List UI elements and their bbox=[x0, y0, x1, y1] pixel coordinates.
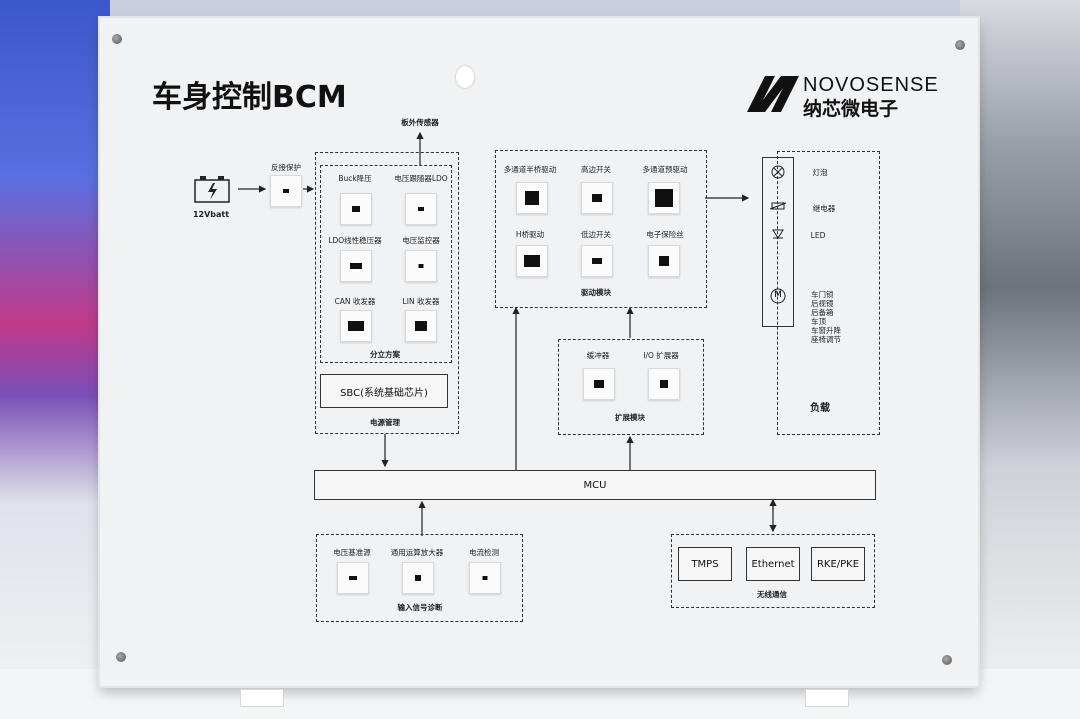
load-symbols bbox=[769, 165, 787, 304]
load-symbol-strip bbox=[762, 157, 794, 327]
io-expander-label: I/O 扩展器 bbox=[643, 351, 679, 360]
mcu-box: MCU bbox=[314, 470, 876, 500]
voltage-reference-chip bbox=[337, 562, 369, 594]
ldo-regulator-chip bbox=[340, 250, 372, 282]
ldo-follower-label: 电压跟随器LDO bbox=[394, 174, 448, 183]
voltage-monitor-chip bbox=[405, 250, 437, 282]
high-side-switch-label: 高边开关 bbox=[581, 165, 611, 174]
motor-load-item: 车门锁 bbox=[811, 290, 834, 299]
discrete-solution-title: 分立方案 bbox=[370, 350, 400, 359]
logo-chinese: 纳芯微电子 bbox=[803, 98, 899, 120]
led-label: LED bbox=[810, 231, 826, 240]
can-transceiver-label: CAN 收发器 bbox=[334, 297, 376, 306]
screw bbox=[116, 652, 126, 662]
buck-chip bbox=[340, 193, 372, 225]
novosense-logo-mark bbox=[747, 76, 799, 112]
low-side-switch-chip bbox=[581, 245, 613, 277]
load-group bbox=[777, 151, 880, 435]
board-stand-right bbox=[805, 689, 849, 707]
discrete-solution-group bbox=[320, 165, 452, 363]
motor-load-item: 后备箱 bbox=[811, 308, 834, 317]
high-side-switch-chip bbox=[581, 182, 613, 214]
wireless-title: 无线通信 bbox=[757, 590, 787, 599]
external-sensor-label: 板外传感器 bbox=[401, 118, 439, 127]
sbc-box: SBC(系统基础芯片) bbox=[320, 374, 448, 408]
background-left bbox=[0, 0, 110, 719]
buffer-chip bbox=[583, 368, 615, 400]
power-management-group bbox=[315, 152, 459, 434]
ldo-follower-chip bbox=[405, 193, 437, 225]
rke-pke-box: RKE/PKE bbox=[811, 547, 865, 581]
reverse-protection-chip bbox=[270, 175, 302, 207]
lin-transceiver-chip bbox=[405, 310, 437, 342]
low-side-switch-label: 低边开关 bbox=[581, 230, 611, 239]
motor-load-item: 车窗升降 bbox=[811, 326, 841, 335]
background-right bbox=[960, 0, 1080, 719]
screw bbox=[942, 655, 952, 665]
buffer-label: 缓冲器 bbox=[586, 351, 610, 360]
motor-load-item: 后视镜 bbox=[811, 299, 834, 308]
battery-icon bbox=[194, 176, 230, 203]
motor-load-item: 车顶 bbox=[811, 317, 826, 326]
relay-label: 继电器 bbox=[812, 204, 836, 213]
op-amp-label: 通用运算放大器 bbox=[390, 548, 444, 557]
input-diagnostics-group bbox=[316, 534, 523, 622]
ldo-regulator-label: LDO线性稳压器 bbox=[328, 236, 382, 245]
battery-label: 12Vbatt bbox=[192, 210, 230, 219]
screw bbox=[112, 34, 122, 44]
voltage-reference-label: 电压基准源 bbox=[333, 548, 371, 557]
expansion-module-title: 扩展模块 bbox=[615, 413, 645, 422]
voltage-monitor-label: 电压监控器 bbox=[402, 236, 440, 245]
op-amp-chip bbox=[402, 562, 434, 594]
lin-transceiver-label: LIN 收发器 bbox=[402, 297, 440, 306]
screw bbox=[955, 40, 965, 50]
tmps-box: TMPS bbox=[678, 547, 732, 581]
half-bridge-chip bbox=[516, 182, 548, 214]
motor-symbol: M bbox=[774, 290, 782, 300]
io-expander-chip bbox=[648, 368, 680, 400]
ethernet-box: Ethernet bbox=[746, 547, 800, 581]
motor-load-item: 座椅调节 bbox=[811, 335, 841, 344]
hanging-hole bbox=[456, 66, 474, 88]
reverse-protection-label: 反接保护 bbox=[271, 163, 301, 172]
motor-load-list: 车门锁 后视镜 后备箱 车顶 车窗升降 座椅调节 bbox=[811, 290, 841, 344]
pre-driver-label: 多通道预驱动 bbox=[642, 165, 688, 174]
logo-english: NOVOSENSE bbox=[803, 74, 939, 96]
current-sense-label: 电流检测 bbox=[469, 548, 499, 557]
novosense-logo: NOVOSENSE 纳芯微电子 bbox=[745, 72, 938, 122]
page-title: 车身控制BCM bbox=[152, 80, 347, 115]
input-diagnostics-title: 输入信号诊断 bbox=[397, 603, 443, 612]
drive-module-title: 驱动模块 bbox=[581, 288, 611, 297]
expansion-module-group bbox=[558, 339, 704, 435]
load-title: 负载 bbox=[810, 403, 830, 414]
power-management-title: 电源管理 bbox=[370, 418, 400, 427]
board-stand-left bbox=[240, 689, 284, 707]
buck-label: Buck降压 bbox=[338, 174, 372, 183]
can-transceiver-chip bbox=[340, 310, 372, 342]
current-sense-chip bbox=[469, 562, 501, 594]
h-bridge-label: H桥驱动 bbox=[515, 230, 545, 239]
h-bridge-chip bbox=[516, 245, 548, 277]
pre-driver-chip bbox=[648, 182, 680, 214]
wireless-group bbox=[671, 534, 875, 608]
drive-module-group bbox=[495, 150, 707, 308]
efuse-label: 电子保险丝 bbox=[646, 230, 684, 239]
efuse-chip bbox=[648, 245, 680, 277]
bulb-label: 灯泡 bbox=[812, 168, 828, 177]
half-bridge-label: 多通道半桥驱动 bbox=[503, 165, 557, 174]
